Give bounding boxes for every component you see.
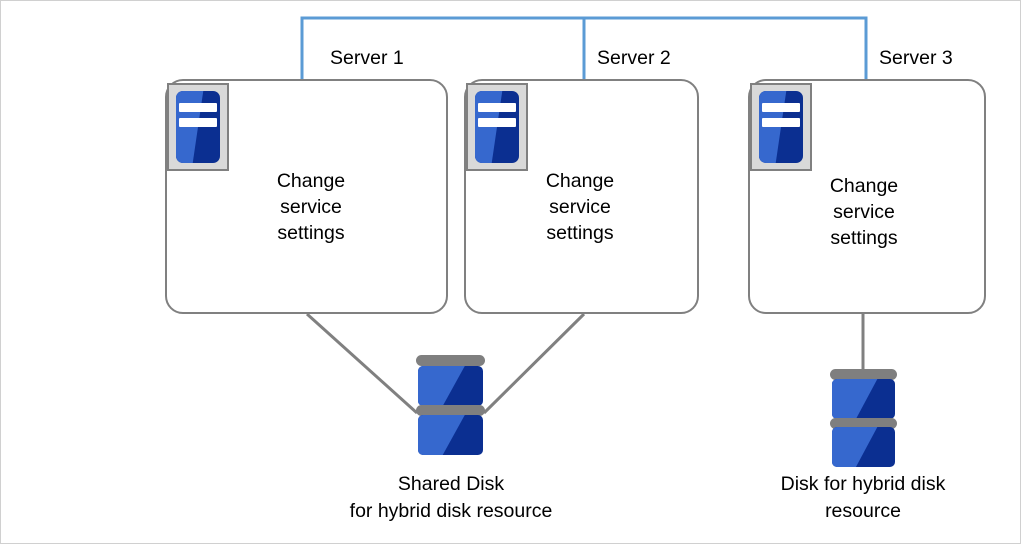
disk-bar-middle bbox=[416, 405, 485, 416]
server-led-bar-bottom bbox=[178, 117, 218, 128]
disk-platter-highlight bbox=[832, 379, 878, 419]
server-led-bar-top bbox=[477, 102, 517, 113]
hybrid-disk-icon[interactable] bbox=[830, 369, 897, 467]
shared-disk-icon[interactable] bbox=[416, 355, 485, 455]
server-1-body-text: Change service settings bbox=[276, 170, 346, 244]
server-led-bar-top bbox=[178, 102, 218, 113]
server-led-bar-bottom bbox=[477, 117, 517, 128]
server-icon-1 bbox=[167, 83, 229, 171]
server-3-body-text: Change service settings bbox=[829, 175, 899, 249]
server-icon-2 bbox=[466, 83, 528, 171]
disk-bar-top bbox=[416, 355, 485, 366]
disk-platter-highlight bbox=[418, 415, 465, 455]
server-icon-3 bbox=[750, 83, 812, 171]
connector-server1-to-shared-disk bbox=[305, 312, 419, 415]
disk-platter-upper bbox=[418, 366, 483, 406]
connector-server2-to-shared-disk bbox=[482, 312, 586, 415]
server-led-bar-top bbox=[761, 102, 801, 113]
server-2-body-text: Change service settings bbox=[545, 170, 615, 244]
server-led-bar-bottom bbox=[761, 117, 801, 128]
server-label-1: Server 1 bbox=[326, 47, 408, 69]
shared-disk-caption: Shared Disk for hybrid disk resource bbox=[349, 473, 553, 522]
disk-bar-top bbox=[830, 369, 897, 380]
hybrid-disk-caption: Disk for hybrid disk resource bbox=[780, 473, 946, 522]
disk-platter-lower bbox=[418, 415, 483, 455]
server-label-2: Server 2 bbox=[593, 47, 675, 69]
server-label-3: Server 3 bbox=[875, 47, 957, 69]
disk-bar-middle bbox=[830, 418, 897, 429]
disk-platter-highlight bbox=[418, 366, 465, 406]
disk-platter-lower bbox=[832, 427, 895, 467]
disk-platter-upper bbox=[832, 379, 895, 419]
disk-platter-highlight bbox=[832, 427, 878, 467]
